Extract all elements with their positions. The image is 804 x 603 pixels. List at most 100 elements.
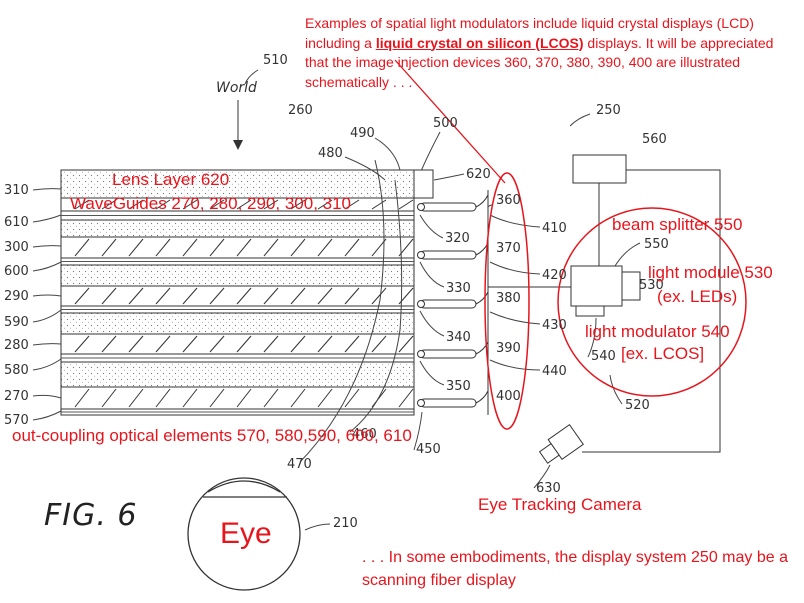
layer-label-leader xyxy=(32,188,62,191)
hatch-mark xyxy=(290,199,306,210)
hatch-mark xyxy=(182,287,198,305)
leader-line xyxy=(299,159,385,463)
hatch-mark xyxy=(101,238,117,257)
lens-layer-tab xyxy=(413,169,434,199)
injection-device-end xyxy=(417,251,425,259)
leader-line xyxy=(419,360,445,386)
hatch-mark xyxy=(155,238,171,257)
hatch-mark xyxy=(128,238,144,257)
hatch-mark xyxy=(317,388,333,408)
layer-label: 590 xyxy=(4,315,29,330)
ref-480: 480 xyxy=(318,146,343,161)
world-label: World xyxy=(216,80,257,96)
hatch-mark xyxy=(371,287,387,305)
hatch-mark xyxy=(101,335,117,353)
layer-label: 300 xyxy=(4,240,29,255)
layer-label: 280 xyxy=(4,338,29,353)
injection-device-end xyxy=(417,399,425,407)
reference-labels: 510 260 250 560 490 500 480 620 360 410 … xyxy=(216,53,669,531)
light-module-sub-annotation: (ex. LEDs) xyxy=(657,287,738,306)
leader-line xyxy=(489,214,541,228)
waveguides-annotation: WaveGuides 270, 280, 290, 300, 310 xyxy=(70,194,352,213)
injection-device-end xyxy=(417,203,425,211)
leader-line xyxy=(489,311,541,325)
leader-line xyxy=(349,179,403,433)
eye-tracking-camera xyxy=(538,424,584,464)
hatch-mark xyxy=(344,199,360,210)
hatch-mark xyxy=(101,199,117,210)
ref-210: 210 xyxy=(333,516,358,531)
ref-500: 500 xyxy=(433,116,458,131)
ref-510: 510 xyxy=(263,53,288,68)
hatch-mark xyxy=(182,335,198,353)
hatch-mark xyxy=(236,335,252,353)
hatch-mark xyxy=(344,335,360,353)
top-annotation: Examples of spatial light modulators inc… xyxy=(305,14,797,92)
hatch-mark xyxy=(344,388,360,408)
leader-line xyxy=(569,113,591,127)
leader-line xyxy=(419,214,444,239)
hatch-mark xyxy=(317,335,333,353)
injector-highlight-ellipse xyxy=(484,172,530,430)
hatch-mark xyxy=(263,287,279,305)
lens-layer-annotation: Lens Layer 620 xyxy=(112,170,230,189)
layer-label: 580 xyxy=(4,363,29,378)
world-arrow-head xyxy=(233,140,243,150)
light-module-box xyxy=(621,271,641,301)
hatch-mark xyxy=(155,335,171,353)
hatch-mark xyxy=(290,335,306,353)
hatch-mark xyxy=(236,199,252,210)
injection-device xyxy=(419,202,477,212)
hatch-mark xyxy=(236,287,252,305)
ref-520: 520 xyxy=(625,398,650,413)
light-modulator-box xyxy=(575,305,605,317)
ref-390: 390 xyxy=(496,341,521,356)
layer-label-leader xyxy=(32,261,62,272)
beam-splitter-annotation: beam splitter 550 xyxy=(612,215,743,234)
hatch-mark xyxy=(74,287,90,305)
controller-box-560 xyxy=(572,154,627,184)
stack-layer xyxy=(60,169,415,199)
leader-line xyxy=(419,310,445,337)
layer-label: 270 xyxy=(4,389,29,404)
leader-line xyxy=(304,523,331,531)
ref-430: 430 xyxy=(542,318,567,333)
ref-360: 360 xyxy=(496,193,521,208)
leader-line xyxy=(489,359,541,371)
light-modulator-sub-annotation: [ex. LCOS] xyxy=(621,344,705,363)
ref-250: 250 xyxy=(596,103,621,118)
injection-device-end xyxy=(417,350,425,358)
injection-device-end xyxy=(417,300,425,308)
leader-line xyxy=(533,464,551,489)
injection-fiber xyxy=(475,194,489,219)
figure-label: FIG. 6 xyxy=(44,498,138,533)
ref-560: 560 xyxy=(642,132,667,147)
hatch-mark xyxy=(398,335,414,353)
injection-fiber xyxy=(475,390,489,415)
leader-line xyxy=(609,374,623,405)
hatch-mark xyxy=(209,388,225,408)
ref-400: 400 xyxy=(496,389,521,404)
hatch-mark xyxy=(74,335,90,353)
hatch-mark xyxy=(74,199,90,210)
hatch-mark xyxy=(209,238,225,257)
layer-label-leader xyxy=(32,214,62,223)
leader-line xyxy=(413,411,423,451)
ref-460: 460 xyxy=(352,427,377,442)
hatch-mark xyxy=(74,238,90,257)
top-annotation-text-b: displays. It will be appreciated that th… xyxy=(305,34,774,90)
hatch-mark xyxy=(101,287,117,305)
hatch-mark xyxy=(290,238,306,257)
hatch-mark xyxy=(209,199,225,210)
hatch-mark xyxy=(128,287,144,305)
callout-line xyxy=(394,59,506,184)
hatch-mark xyxy=(317,238,333,257)
hatch-mark xyxy=(263,335,279,353)
layer-label: 290 xyxy=(4,289,29,304)
hatch-mark xyxy=(344,287,360,305)
hatch-mark xyxy=(236,238,252,257)
hatch-mark xyxy=(398,388,414,408)
layer-label-leader xyxy=(32,343,62,346)
injection-device xyxy=(419,250,477,260)
